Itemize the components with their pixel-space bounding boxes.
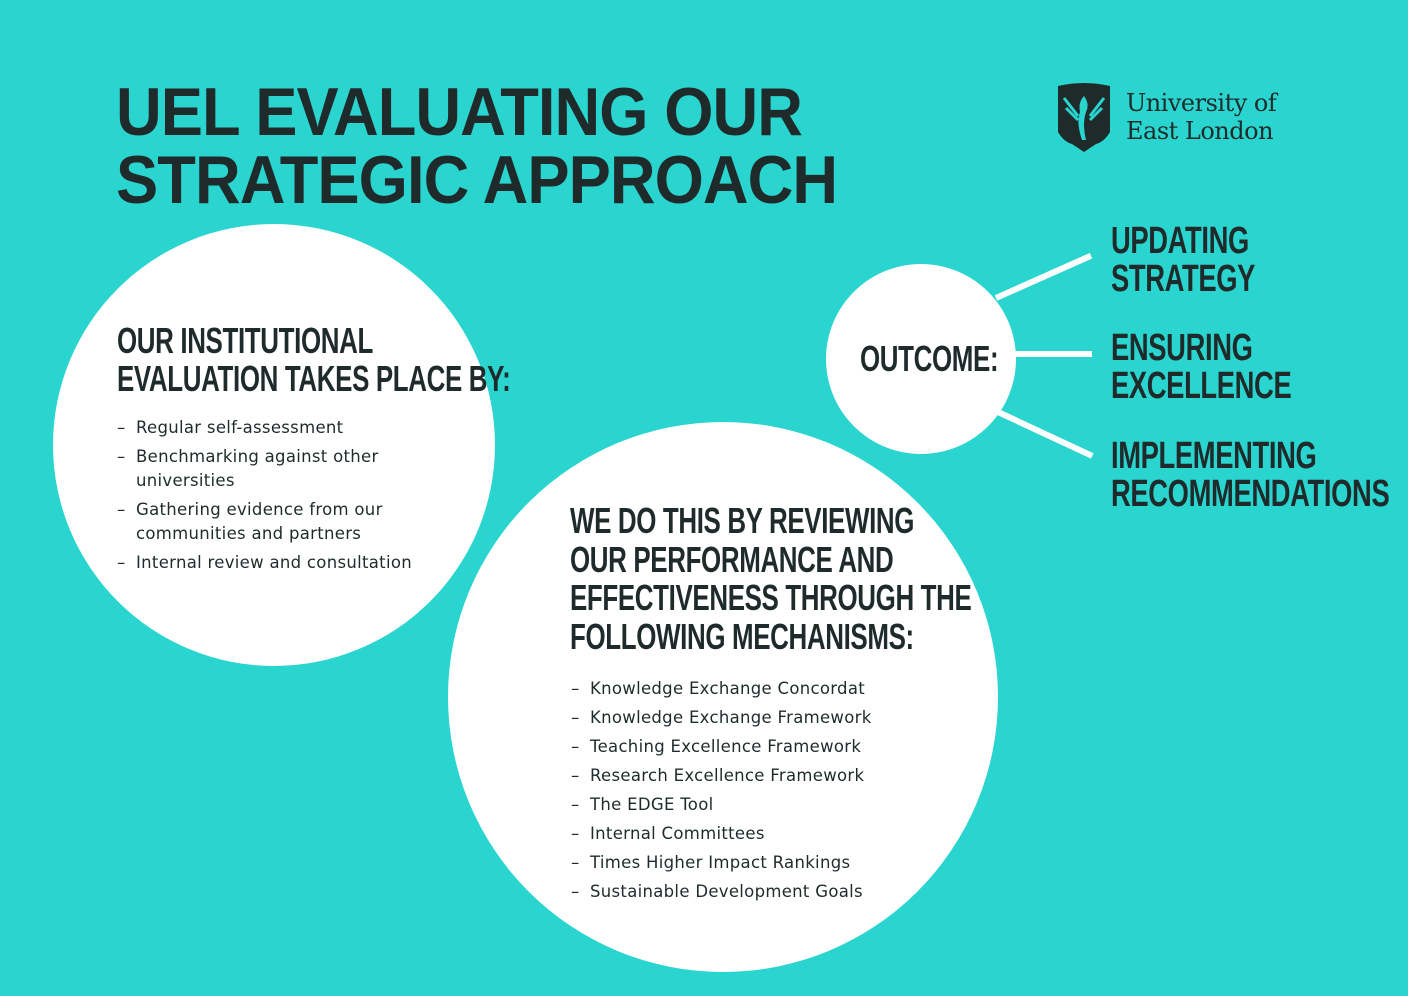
connector-line bbox=[996, 409, 1094, 459]
outcome-line: ENSURING bbox=[1111, 327, 1253, 369]
list-item: Knowledge Exchange Concordat bbox=[571, 674, 872, 703]
list-item: Times Higher Impact Rankings bbox=[571, 848, 872, 877]
connector-line bbox=[1008, 351, 1092, 357]
phoenix-crest-icon bbox=[1058, 83, 1110, 152]
mechanisms-heading-line: FOLLOWING MECHANISMS: bbox=[570, 615, 914, 657]
list-item: Research Excellence Framework bbox=[571, 761, 872, 790]
outcome-line: UPDATING bbox=[1111, 220, 1249, 262]
list-item: Sustainable Development Goals bbox=[571, 877, 872, 906]
logo-line-1: University of bbox=[1126, 89, 1277, 117]
title-line-1: UEL EVALUATING OUR bbox=[116, 74, 803, 150]
list-item: The EDGE Tool bbox=[571, 790, 872, 819]
list-item: Internal review and consultation bbox=[117, 551, 437, 575]
mechanisms-list: Knowledge Exchange Concordat Knowledge E… bbox=[571, 674, 872, 906]
outcome-ensuring-excellence: ENSURING EXCELLENCE bbox=[1111, 329, 1361, 405]
list-item: Benchmarking against other universities bbox=[117, 445, 437, 493]
logo-line-2: East London bbox=[1126, 117, 1274, 145]
outcome-line: RECOMMENDATIONS bbox=[1111, 473, 1390, 515]
mechanisms-heading: WE DO THIS BY REVIEWING OUR PERFORMANCE … bbox=[570, 500, 1128, 657]
list-item: Knowledge Exchange Framework bbox=[571, 703, 872, 732]
list-item: Teaching Excellence Framework bbox=[571, 732, 872, 761]
outcome-updating-strategy: UPDATING STRATEGY bbox=[1111, 222, 1311, 298]
outcome-line: STRATEGY bbox=[1111, 258, 1256, 300]
evaluation-heading-line-2: EVALUATION TAKES PLACE BY: bbox=[117, 358, 511, 399]
evaluation-list: Regular self-assessment Benchmarking aga… bbox=[117, 416, 437, 575]
outcome-implementing-recommendations: IMPLEMENTING RECOMMENDATIONS bbox=[1111, 437, 1408, 513]
list-item: Gathering evidence from our communities … bbox=[117, 498, 437, 546]
list-item: Internal Committees bbox=[571, 819, 872, 848]
mechanisms-heading-line: EFFECTIVENESS THROUGH THE bbox=[570, 577, 972, 618]
evaluation-heading: OUR INSTITUTIONAL EVALUATION TAKES PLACE… bbox=[117, 322, 663, 398]
connector-line bbox=[994, 252, 1093, 301]
outcome-label-text: OUTCOME: bbox=[860, 338, 999, 379]
list-item: Regular self-assessment bbox=[117, 416, 437, 440]
outcome-line: EXCELLENCE bbox=[1111, 365, 1292, 407]
page-title: UEL EVALUATING OUR STRATEGIC APPROACH bbox=[116, 74, 838, 218]
title-line-2: STRATEGIC APPROACH bbox=[116, 142, 838, 218]
mechanisms-heading-line: OUR PERFORMANCE AND bbox=[570, 538, 894, 580]
evaluation-heading-line-1: OUR INSTITUTIONAL bbox=[117, 320, 373, 361]
outcome-line: IMPLEMENTING bbox=[1111, 435, 1317, 477]
mechanisms-heading-line: WE DO THIS BY REVIEWING bbox=[570, 500, 915, 541]
outcome-label: OUTCOME: bbox=[860, 340, 1052, 378]
outcome-circle bbox=[826, 264, 1016, 454]
uel-logo: University of East London bbox=[1056, 82, 1277, 152]
